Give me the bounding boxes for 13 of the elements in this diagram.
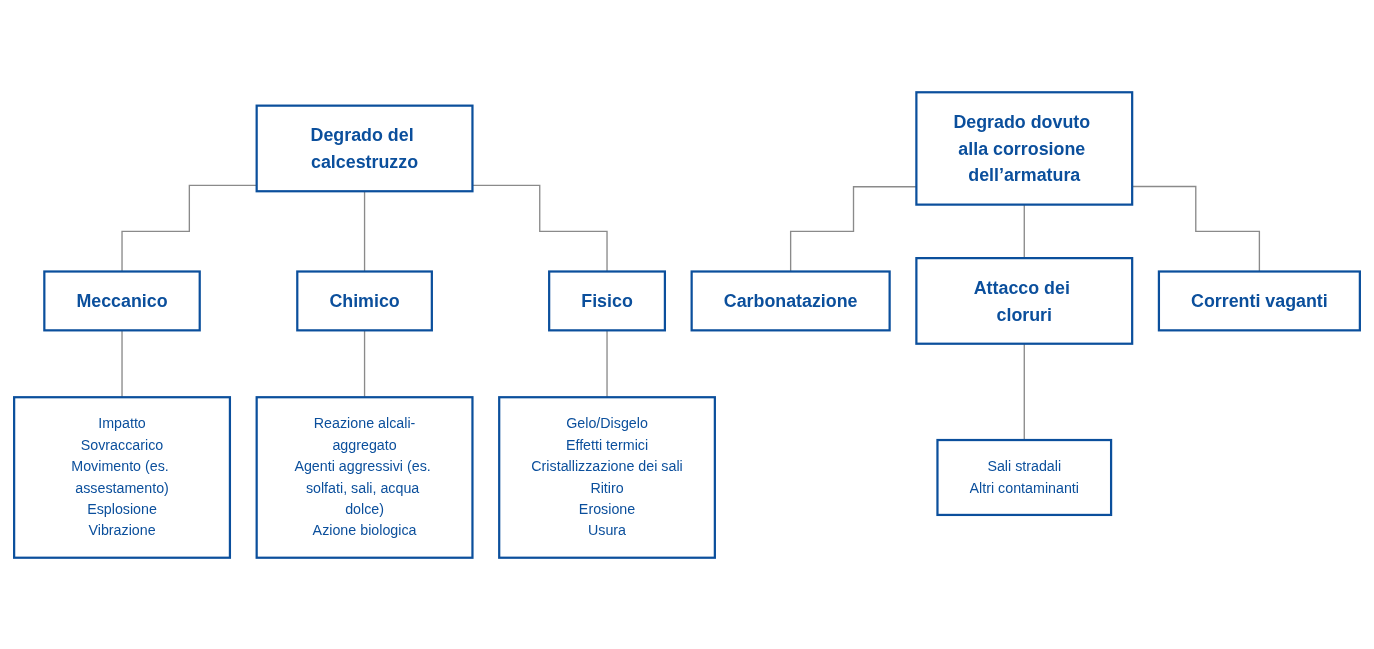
node-box: Correnti vaganti <box>1157 269 1361 331</box>
node-box: Sali stradali Altri contaminanti <box>936 438 1113 516</box>
node-box: Reazione alcali-aggregato Agenti aggressivi (es. solfati, sali, acqua dolce) Azione biologica <box>255 395 474 559</box>
node-box: Fisico <box>548 269 666 331</box>
node-box: Carbonatazione <box>690 269 891 331</box>
node-box: Gelo/Disgelo Effetti termici Cristallizzazione dei sali Ritiro Erosione Usura <box>498 395 716 559</box>
node-box: Degrado del calcestruzzo <box>255 104 474 192</box>
node-box: Degrado dovuto alla corrosione dell’armatura <box>915 90 1134 206</box>
node-box: Meccanico <box>43 269 201 331</box>
node-box: Attacco dei cloruri <box>915 256 1134 345</box>
node-box: Impatto Sovraccarico Movimento (es. assestamento) Esplosione Vibrazione <box>13 395 232 559</box>
connector <box>363 190 366 272</box>
node-box: Chimico <box>296 269 433 331</box>
